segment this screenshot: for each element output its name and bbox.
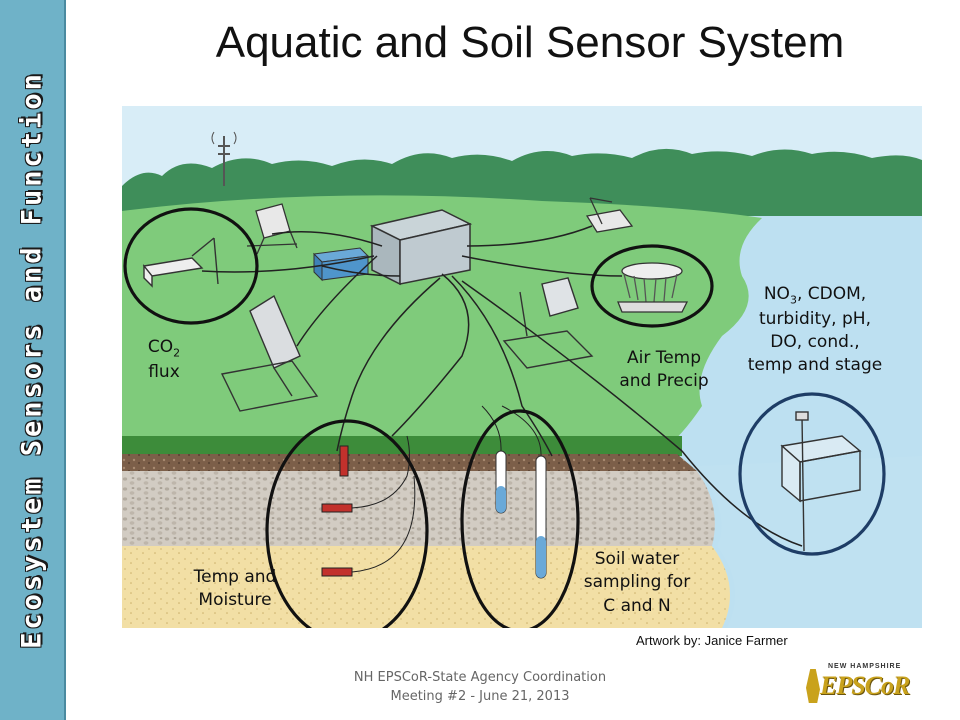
- radiometer: [502, 277, 594, 369]
- moisture-probes: [321, 435, 416, 577]
- footer-line-2: Meeting #2 - June 21, 2013: [390, 688, 570, 704]
- grass-strip: [122, 436, 682, 456]
- sensor-diagram: [122, 106, 922, 628]
- sidebar: Ecosystem Sensors and Function: [0, 0, 66, 720]
- antenna-tower: [211, 131, 237, 186]
- epscor-logo: NEW HAMPSHIRE EPSCoR: [806, 663, 910, 707]
- panel-small: [246, 203, 298, 255]
- footer: NH EPSCoR-State Agency Coordination Meet…: [330, 669, 630, 707]
- sidebar-title: Ecosystem Sensors and Function: [16, 71, 48, 649]
- cables: [201, 225, 803, 547]
- water-lower: [697, 456, 922, 628]
- water-quality-label: NO3, CDOM, turbidity, pH, DO, cond., tem…: [747, 284, 883, 376]
- sand-layer: [122, 546, 730, 628]
- pebble-soil: [122, 471, 715, 546]
- grass-field: [122, 195, 762, 451]
- rain-gauge: [617, 262, 689, 313]
- water-cage: [780, 411, 862, 552]
- lysimeters: [481, 405, 547, 579]
- co2-flux-label: CO2 flux: [147, 337, 181, 382]
- footer-line-1: NH EPSCoR-State Agency Coordination: [353, 670, 607, 685]
- logo-main-text: EPSCoR: [820, 671, 910, 700]
- logo-top-text: NEW HAMPSHIRE: [828, 663, 902, 670]
- panel-right: [585, 197, 634, 233]
- flux-chamber: [142, 237, 219, 288]
- battery-box: [312, 247, 370, 282]
- solar-panel: [220, 294, 319, 412]
- shelter-box: [369, 209, 473, 286]
- artwork-credit: Artwork by: Janice Farmer: [636, 633, 788, 648]
- state-shape-icon: [806, 669, 820, 703]
- highlight-circles: [123, 207, 886, 628]
- soil-water-label: Soil water sampling for C and N: [583, 549, 691, 616]
- page-title: Aquatic and Soil Sensor System: [215, 18, 845, 67]
